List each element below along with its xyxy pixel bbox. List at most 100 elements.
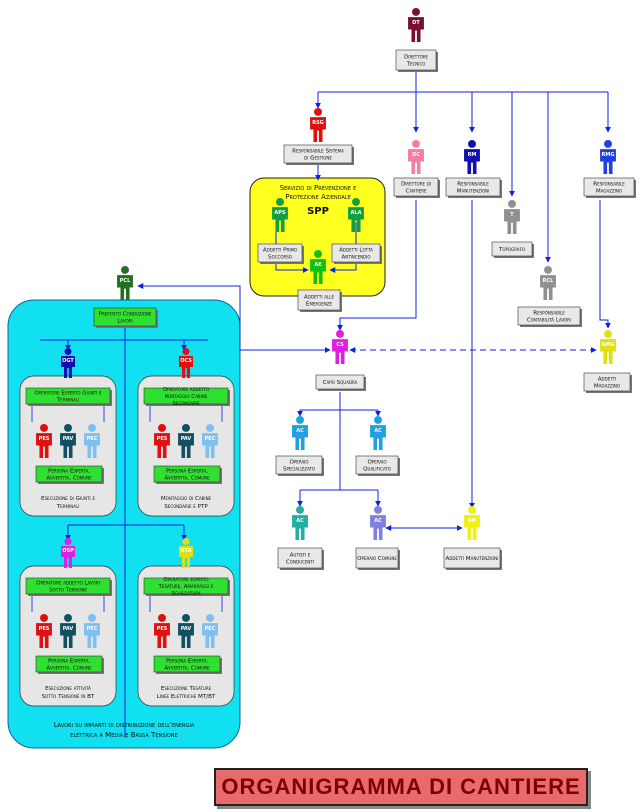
person-pav-figure: PAV	[178, 614, 194, 648]
node-ac1-figure: AC	[292, 416, 308, 450]
node-t-label: Topografo	[491, 241, 534, 258]
person-pec-figure: PEC	[84, 424, 100, 458]
group-head-ocs-code: OCS	[180, 358, 192, 364]
node-rsg-figure: RSG	[310, 108, 326, 142]
node-am-label: Addetti Manutenzioni	[443, 547, 502, 570]
node-rmg-figure: RMG	[600, 140, 616, 174]
node-ae-figure: AE	[310, 250, 326, 284]
group-head-ota-code: OTA	[180, 548, 191, 554]
person-pav-code: PAV	[63, 436, 74, 442]
svg-text:Capo Squadra: Capo Squadra	[323, 380, 358, 386]
node-ac4-code: AC	[374, 518, 382, 524]
person-pec-figure: PEC	[202, 424, 218, 458]
node-ac4-figure: AC	[370, 506, 386, 540]
connectors	[40, 70, 611, 738]
person-pes-code: PES	[157, 626, 168, 632]
lavori-caption: Lavori su impianti di distribuzione dell…	[54, 721, 195, 739]
node-ac3-code: AC	[296, 518, 304, 524]
person-pes-figure: PES	[36, 424, 52, 458]
person-pav-code: PAV	[181, 436, 192, 442]
node-cs-label: Capo Squadra	[315, 374, 366, 391]
node-aps-code: APS	[274, 210, 286, 216]
person-pav-code: PAV	[63, 626, 74, 632]
node-rm-figure: RM	[464, 140, 480, 174]
svg-text:Persona Esperta,Avvertita, Com: Persona Esperta,Avvertita, Comune	[46, 659, 92, 672]
node-aps-figure: APS	[272, 198, 288, 232]
person-pav-code: PAV	[181, 626, 192, 632]
person-pec-code: PEC	[87, 626, 98, 632]
group-head-ogt-figure: OGT	[61, 348, 75, 378]
person-pec-code: PEC	[205, 436, 216, 442]
svg-text:Persona Esperta,Avvertita, Com: Persona Esperta,Avvertita, Comune	[164, 659, 210, 672]
svg-text:Operaio Comune: Operaio Comune	[357, 556, 397, 562]
person-pec-figure: PEC	[202, 614, 218, 648]
person-pec-code: PEC	[87, 436, 98, 442]
node-ala-code: ALA	[351, 210, 362, 216]
person-pes-figure: PES	[154, 424, 170, 458]
node-cs-code: CS	[336, 342, 344, 348]
group-head-ota-figure: OTA	[179, 538, 193, 568]
svg-text:Persona Esperta,Avvertita, Com: Persona Esperta,Avvertita, Comune	[46, 469, 92, 482]
person-pav-figure: PAV	[60, 424, 76, 458]
node-t-figure: T	[504, 200, 520, 234]
node-dc-figure: DC	[408, 140, 424, 174]
node-t-code: T	[510, 212, 514, 218]
node-t: T Topografo	[491, 200, 534, 258]
node-amg-code: AMG	[602, 342, 615, 348]
node-rsg-code: RSG	[312, 120, 324, 126]
node-ae-code: AE	[314, 262, 322, 268]
node-ac1-code: AC	[296, 428, 304, 434]
group-pers-label: Persona Esperta,Avvertita, Comune	[153, 655, 222, 674]
group-head-ocs-figure: OCS	[179, 348, 193, 378]
person-pes-code: PES	[157, 436, 168, 442]
group-head-osp-code: OSP	[62, 548, 74, 554]
node-pcl-code: PCL	[120, 278, 131, 284]
node-dt-figure: DT	[408, 7, 424, 42]
node-am-code: AM	[468, 518, 477, 524]
person-pav-figure: PAV	[60, 614, 76, 648]
svg-text:Topografo: Topografo	[498, 247, 525, 253]
group-pers-label: Persona Esperta,Avvertita, Comune	[35, 655, 104, 674]
node-am: AM Addetti Manutenzioni	[443, 506, 502, 570]
node-dc-code: DC	[412, 152, 420, 158]
person-pes-figure: PES	[36, 614, 52, 648]
node-pcl-figure: PCL	[117, 266, 133, 300]
svg-text:Persona Esperta,Avvertita, Com: Persona Esperta,Avvertita, Comune	[164, 469, 210, 482]
